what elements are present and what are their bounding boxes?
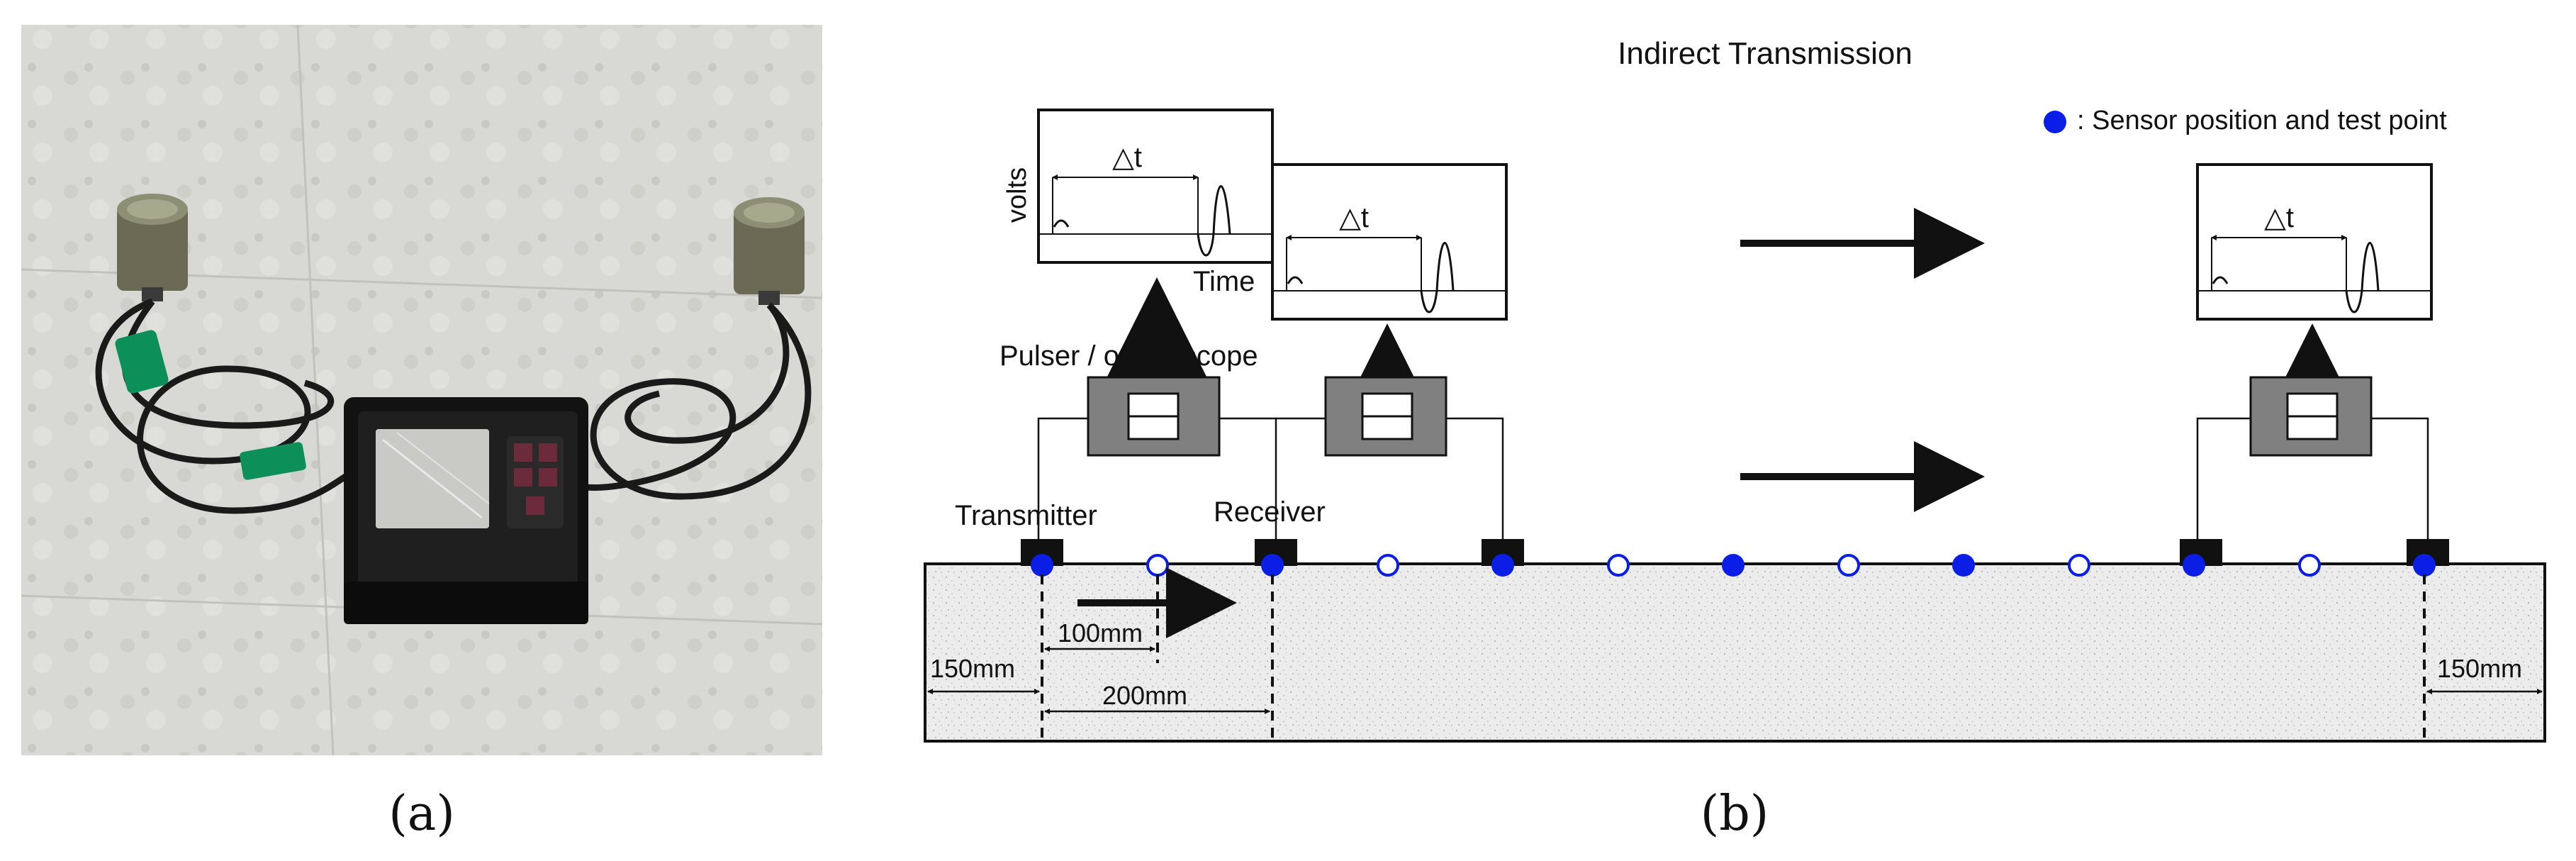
photo-panel-a: [21, 24, 823, 756]
delta-t-label-1: △t: [1112, 142, 1142, 173]
delta-t-label-2: △t: [1339, 202, 1369, 233]
concrete-slab: [924, 562, 2546, 743]
diagram-panel-b: Indirect Transmission : Sensor position …: [924, 36, 2546, 743]
pulser-box-1: [1087, 376, 1221, 457]
legend-sensor-dot: [2044, 111, 2066, 133]
caption-a: (a): [388, 786, 455, 842]
ultrasonic-device-photo: [344, 397, 588, 624]
pulser-box-3: [2249, 376, 2373, 457]
delta-t-label-3: △t: [2264, 202, 2294, 233]
floor-tiles: [21, 25, 822, 755]
dim-200mm: 200mm: [1102, 681, 1187, 710]
left-transducer-photo: [117, 194, 188, 301]
oscilloscope-screen-3: △t: [2196, 163, 2433, 321]
sensor-points: [1031, 554, 2436, 577]
receiver-label: Receiver: [1214, 496, 1326, 528]
legend-text: : Sensor position and test point: [2077, 106, 2447, 135]
volts-label: volts: [1002, 167, 1032, 223]
right-transducer-photo: [734, 197, 805, 305]
transmitter-label: Transmitter: [955, 500, 1097, 531]
caption-b: (b): [1701, 786, 1769, 842]
dimension-lines: [927, 646, 2543, 714]
dashed-guides: [1041, 574, 2426, 741]
pulser-label: Pulser / oscilloscope: [999, 340, 1258, 372]
dim-100mm: 100mm: [1058, 618, 1143, 648]
oscilloscope-screen-1: △t: [1037, 109, 1274, 264]
dim-150mm-right: 150mm: [2437, 654, 2522, 683]
oscilloscope-screen-2: △t: [1271, 163, 1508, 321]
diagram-title: Indirect Transmission: [1618, 36, 1913, 71]
wiring: [1037, 417, 2429, 546]
time-label: Time: [1193, 266, 1255, 297]
pulser-box-2: [1324, 376, 1447, 457]
dim-150mm-left: 150mm: [930, 654, 1015, 683]
